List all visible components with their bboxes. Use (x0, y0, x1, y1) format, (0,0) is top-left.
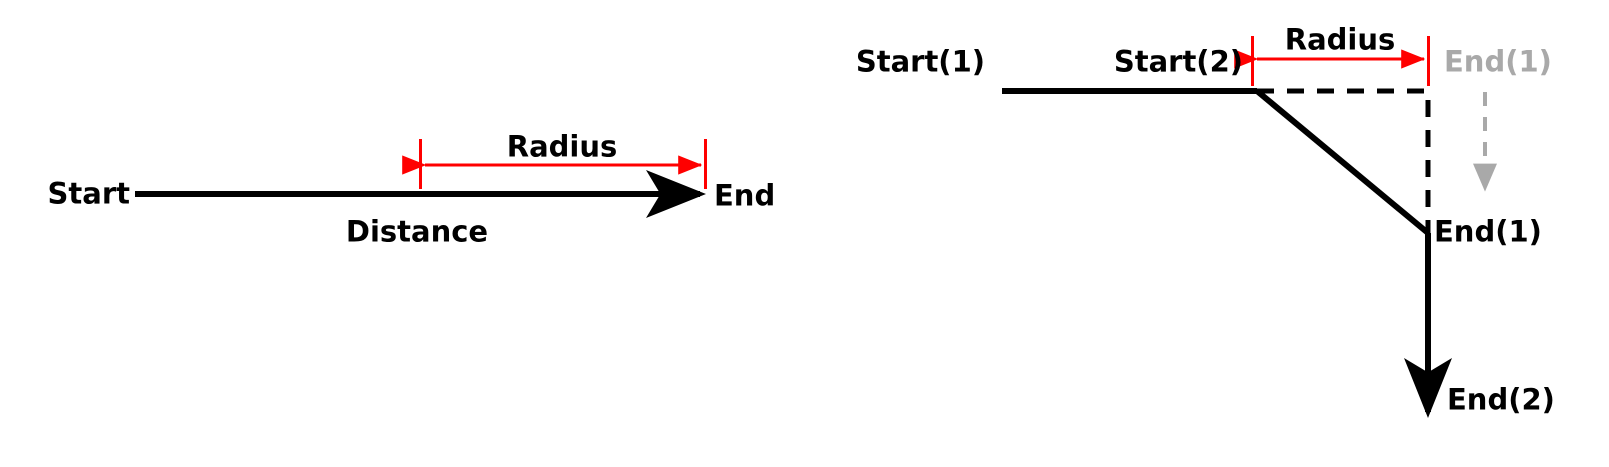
label-start: Start (47, 176, 130, 211)
label-distance: Distance (345, 214, 489, 249)
label-radius: Radius (506, 129, 618, 164)
label-end-2: End(2) (1447, 382, 1555, 417)
left-panel-geometry (135, 139, 707, 218)
label-end-1-ghost: End(1) (1444, 44, 1552, 79)
right-panel-geometry (1002, 36, 1497, 418)
label-start-2: Start(2) (1113, 44, 1243, 79)
label-end: End (714, 178, 776, 213)
label-end-1: End(1) (1434, 214, 1542, 249)
label-radius: Radius (1284, 22, 1396, 57)
corner-chamfer-line (1255, 88, 1430, 236)
label-start-1: Start(1) (855, 44, 985, 79)
